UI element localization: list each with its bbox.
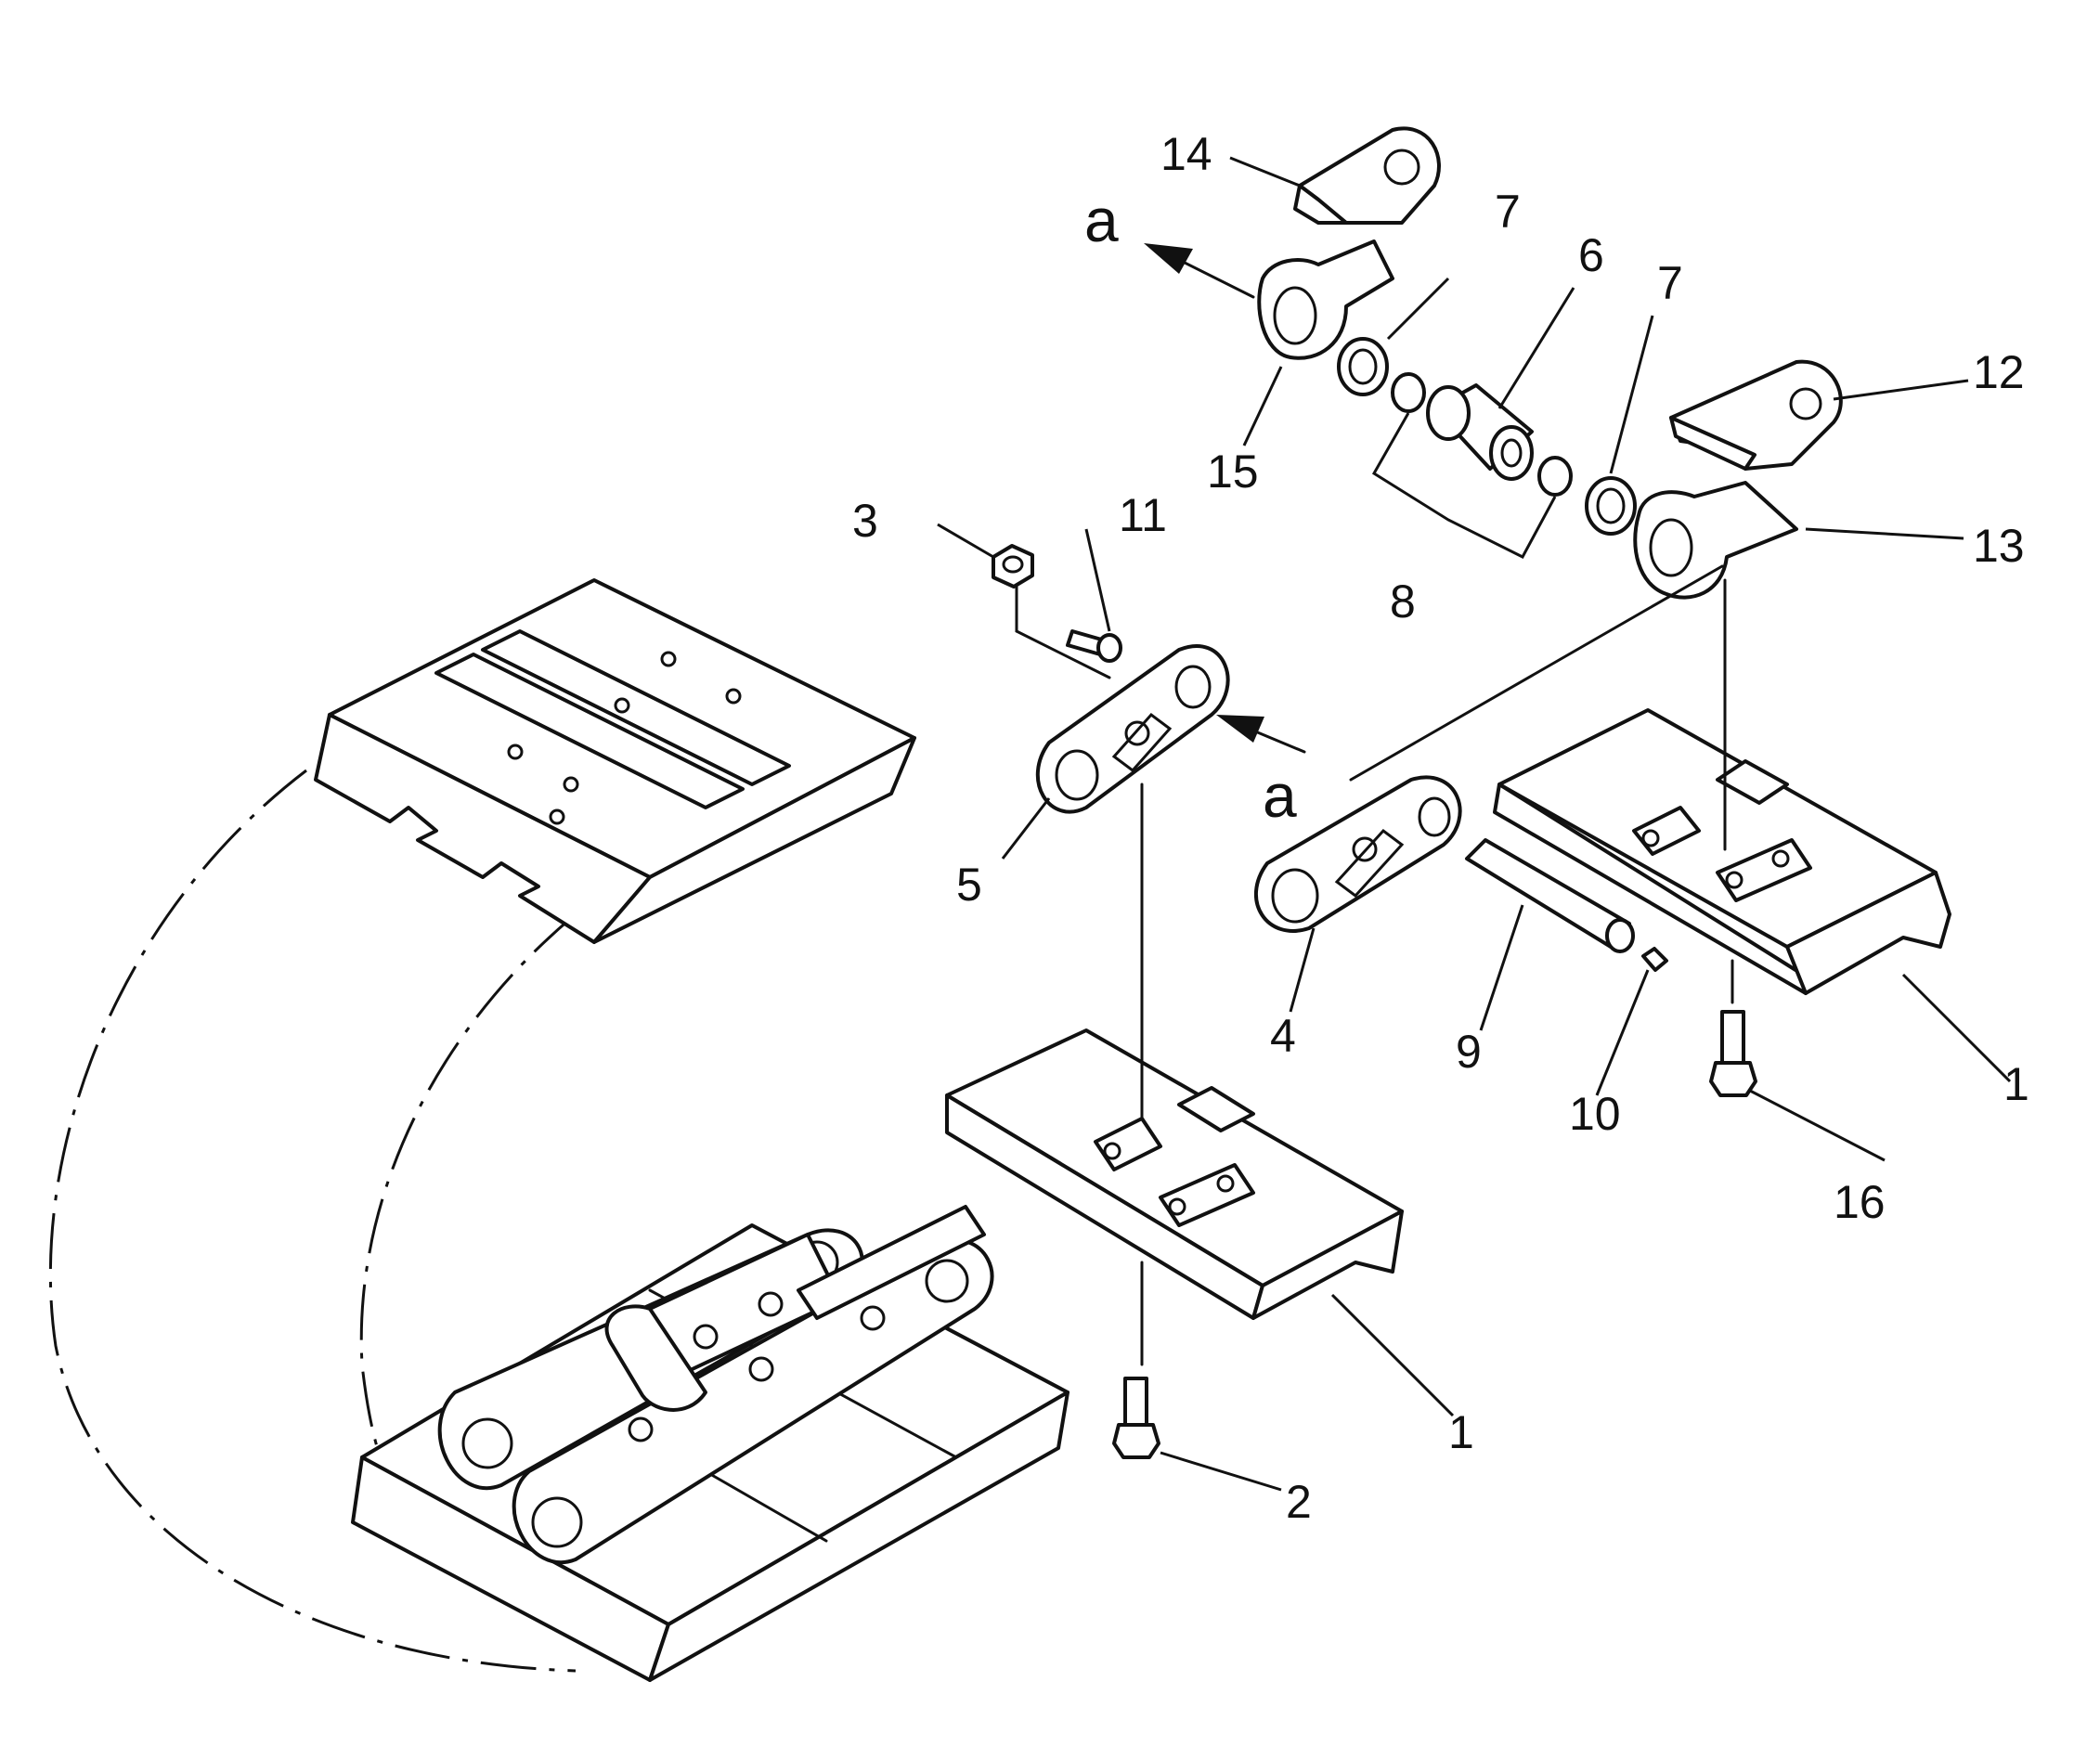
part-15-link-end	[1257, 239, 1394, 360]
callout-1-center: 1	[1448, 1406, 1474, 1458]
loop-upper-shoe	[314, 578, 916, 944]
part-9-pin	[1465, 838, 1635, 953]
part-3-nut	[992, 544, 1034, 588]
leader-lines	[937, 156, 2012, 1492]
callout-14: 14	[1160, 128, 1212, 180]
bolt-hole	[660, 651, 677, 667]
part-1-track-shoe-center	[945, 1028, 1404, 1320]
callout-5: 5	[956, 859, 982, 911]
part-6-bushing	[1426, 383, 1534, 481]
bolt-hole	[563, 776, 579, 793]
part-12-master-link-half	[1669, 359, 1843, 471]
track-loop-outline	[48, 769, 577, 1673]
part-1-track-shoe-right	[1493, 708, 1951, 995]
part-10-small-pin	[1641, 947, 1668, 972]
view-ref-a-middle: a	[1263, 761, 1297, 830]
callout-15: 15	[1207, 446, 1259, 498]
callout-11: 11	[1119, 489, 1167, 541]
callout-13: 13	[1973, 520, 2025, 572]
callout-7-left: 7	[1495, 186, 1521, 238]
bolt-hole	[549, 808, 565, 825]
part-2-bolt	[1112, 1377, 1160, 1459]
loop-chain-links	[437, 1205, 994, 1565]
callout-3: 3	[852, 495, 878, 547]
callout-10: 10	[1569, 1088, 1621, 1140]
part-5-link	[1035, 644, 1230, 814]
callout-labels: 14 7 6 7 12 13 15 8 11 3 5 4 9 10 1 16 1…	[852, 128, 2029, 1528]
part-11-bolt	[1066, 629, 1122, 663]
callout-4: 4	[1270, 1010, 1296, 1062]
callout-6: 6	[1578, 229, 1604, 281]
callout-1-right: 1	[2003, 1058, 2029, 1110]
part-13-link-end	[1633, 481, 1798, 600]
part-4-link	[1254, 775, 1462, 933]
callout-16: 16	[1834, 1176, 1886, 1228]
callout-9: 9	[1456, 1026, 1482, 1078]
callout-7-right: 7	[1657, 257, 1683, 309]
callout-12: 12	[1973, 346, 2025, 398]
bolt-hole	[507, 744, 524, 760]
bolt-hole	[725, 688, 742, 705]
callout-8: 8	[1390, 576, 1416, 627]
bolt-hole	[614, 697, 630, 714]
assembly-guide-lines	[1015, 564, 1734, 1366]
part-16-bolt	[1709, 1010, 1757, 1097]
view-a-arrows	[1144, 243, 1306, 754]
part-14-master-link-half	[1293, 126, 1441, 225]
view-ref-a-top: a	[1084, 186, 1119, 254]
callout-2: 2	[1286, 1476, 1312, 1528]
part-8-spacer-right	[1537, 456, 1573, 497]
part-8-spacer-left	[1391, 372, 1426, 413]
track-loop-assembly	[48, 578, 1069, 1682]
